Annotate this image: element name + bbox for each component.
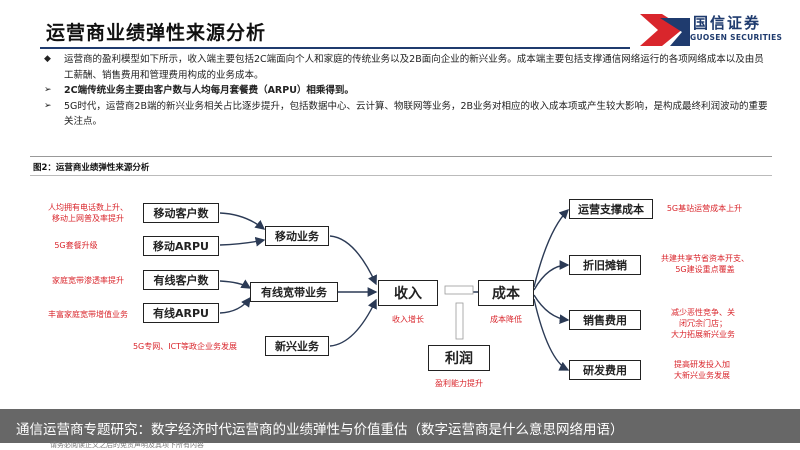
- bullet-3: ➢ 5G时代，运营商2B端的新兴业务相关占比逐步提升，包括数据中心、云计算、物联…: [40, 99, 770, 130]
- figure-rule: [30, 156, 772, 157]
- note-base-station: 5G基站运营成本上升: [666, 204, 743, 213]
- note-cost-reduction: 成本降低: [490, 315, 522, 324]
- figure-caption: 图2：运营商业绩弹性来源分析: [33, 163, 150, 173]
- note-users-growth: 人均拥有电话数上升、 移动上网普及率提升: [48, 203, 128, 223]
- guosen-logo-icon: [640, 14, 690, 46]
- note-broadband-value: 丰富家庭宽带增值业务: [48, 310, 128, 319]
- box-cost: 成本: [478, 280, 534, 306]
- note-new-business: 5G专网、ICT等政企业务发展: [132, 342, 238, 351]
- bullet-marker: ➢: [44, 100, 52, 111]
- bullet-text: 运营商的盈利模型如下所示，收入端主要包括2C端面向个人和家庭的传统业务以及2B面…: [64, 54, 764, 81]
- footer-disclaimer: 请务必阅读正文之后的免责声明及其项下所有内容: [50, 441, 204, 449]
- page-title: 运营商业绩弹性来源分析: [46, 22, 267, 44]
- box-wired-customers: 有线客户数: [143, 270, 219, 290]
- box-mobile-arpu: 移动ARPU: [143, 236, 219, 256]
- note-shared-build: 共建共享节省资本开支、 5G建设重点覆盖: [661, 254, 749, 274]
- bullet-text: 5G时代，运营商2B端的新兴业务相关占比逐步提升，包括数据中心、云计算、物联网等…: [64, 100, 768, 128]
- box-broadband-business: 有线宽带业务: [250, 282, 338, 302]
- note-rd-increase: 提高研发投入加 大新兴业务发展: [674, 360, 730, 380]
- box-depreciation: 折旧摊销: [569, 255, 641, 275]
- note-package-upgrade: 5G套餐升级: [54, 241, 98, 250]
- box-mobile-customers: 移动客户数: [143, 203, 219, 223]
- bullet-1: ◆ 运营商的盈利模型如下所示，收入端主要包括2C端面向个人和家庭的传统业务以及2…: [40, 52, 770, 83]
- bullet-2: ➢ 2C端传统业务主要由客户数与人均每月套餐费（ARPU）相乘得到。: [40, 83, 770, 99]
- box-wired-arpu: 有线ARPU: [143, 303, 219, 323]
- box-sales-cost: 销售费用: [569, 310, 641, 330]
- box-mobile-business: 移动业务: [265, 226, 329, 246]
- banner-text: 通信运营商专题研究：数字经济时代运营商的业绩弹性与价值重估（数字运营商是什么意思…: [16, 422, 624, 438]
- logo-text-cn: 国信证券: [693, 14, 762, 32]
- caption-banner: [0, 409, 800, 443]
- note-revenue-growth: 收入增长: [392, 315, 424, 324]
- box-rd-cost: 研发费用: [569, 360, 641, 380]
- bullet-marker: ◆: [44, 54, 51, 64]
- bullet-text: 2C端传统业务主要由客户数与人均每月套餐费（ARPU）相乘得到。: [64, 85, 354, 96]
- note-profit-boost: 盈利能力提升: [435, 379, 483, 388]
- bullet-list: ◆ 运营商的盈利模型如下所示，收入端主要包括2C端面向个人和家庭的传统业务以及2…: [40, 52, 770, 130]
- box-new-business: 新兴业务: [265, 336, 329, 356]
- logo-text-en: GUOSEN SECURITIES: [690, 33, 783, 42]
- box-profit: 利润: [428, 345, 490, 371]
- figure-rule-bottom: [30, 175, 772, 176]
- title-rule: [40, 47, 630, 49]
- note-home-broadband: 家庭宽带渗透率提升: [52, 276, 124, 285]
- note-reduce-competition: 减少恶性竞争、关 闭冗余门店； 大力拓展新兴业务: [671, 308, 735, 339]
- bullet-marker: ➢: [44, 85, 52, 95]
- box-operating-cost: 运营支撑成本: [569, 199, 653, 219]
- box-revenue: 收入: [378, 280, 438, 306]
